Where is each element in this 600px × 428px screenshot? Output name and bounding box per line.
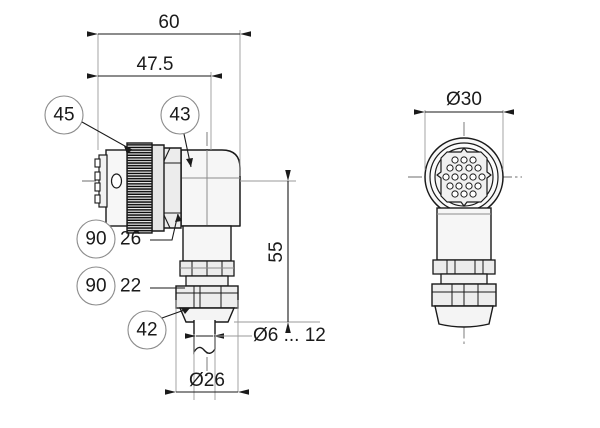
balloon-45-label: 45: [53, 105, 74, 126]
dimension-55: 55: [266, 170, 291, 333]
balloon-43-label: 43: [169, 105, 190, 126]
balloon-42-label: 42: [136, 320, 157, 341]
balloon-90-22[interactable]: 90 22: [76, 266, 185, 306]
extension-lines-side: [97, 30, 320, 400]
dimension-30-diameter: Ø30: [414, 89, 514, 170]
dimension-cable-label: Ø6 ... 12: [253, 325, 326, 346]
dimension-47-5: 47.5: [87, 54, 222, 79]
dimension-cable-diameter: Ø6 ... 12: [185, 325, 326, 346]
dimension-60-label: 60: [158, 12, 179, 33]
side-elevation-view: 60 47.5 55 Ø6 ... 12 Ø26: [44, 12, 326, 400]
balloon-90-26-suffix-label: 26: [120, 229, 141, 250]
dimension-55-label: 55: [266, 241, 287, 262]
front-body: [431, 207, 497, 328]
cap-barrel: [105, 149, 128, 227]
balloon-90-26-circle-label: 90: [85, 229, 106, 250]
dimension-60: 60: [87, 12, 251, 37]
elbow-body: [180, 149, 241, 227]
contact-pin-field: [442, 156, 486, 198]
balloon-43[interactable]: 43: [160, 95, 200, 168]
knurled-ring: [126, 142, 153, 234]
gland-stack: [175, 225, 239, 323]
dimension-26-label: Ø26: [189, 370, 225, 391]
balloon-45[interactable]: 45: [44, 95, 133, 154]
dimension-26-diameter: Ø26: [165, 370, 249, 395]
balloon-42[interactable]: 42: [127, 307, 191, 350]
end-cap-slots: [94, 154, 108, 208]
front-face-view: Ø30: [408, 89, 522, 345]
cable-outlet: [193, 320, 216, 355]
dimension-47-5-label: 47.5: [137, 54, 174, 75]
balloon-90-22-suffix-label: 22: [120, 276, 141, 297]
balloon-90-26[interactable]: 90 26: [76, 213, 182, 259]
flange-collar: [151, 144, 165, 232]
dimension-30-label: Ø30: [446, 89, 482, 110]
balloon-90-22-circle-label: 90: [85, 276, 106, 297]
